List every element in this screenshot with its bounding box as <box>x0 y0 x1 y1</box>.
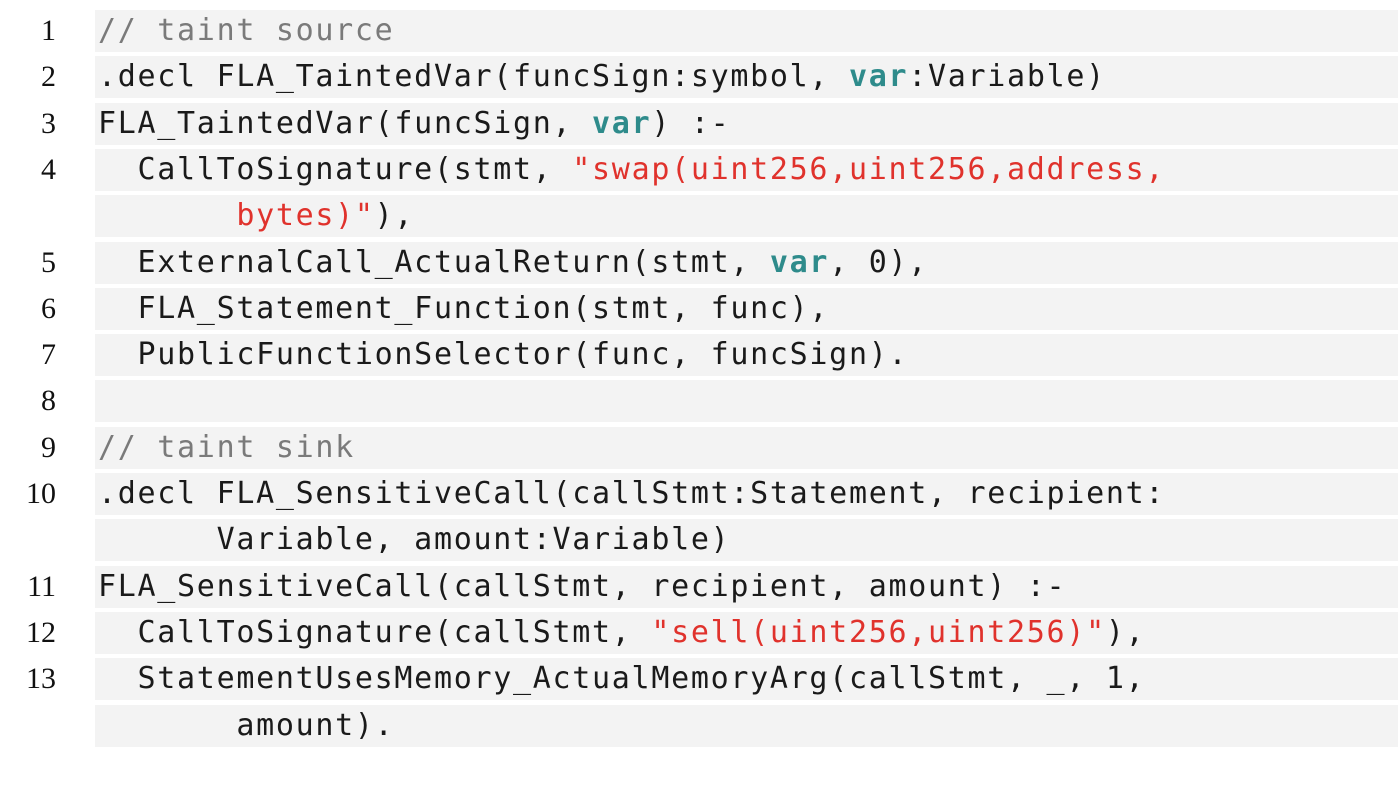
code-text: CallToSignature(stmt, <box>98 151 573 187</box>
code-keyword: var <box>848 59 909 95</box>
line-number: 6 <box>41 291 56 325</box>
code-text: Variable, amount:Variable) <box>98 522 731 558</box>
code-line: .decl FLA_TaintedVar(funcSign:symbol, va… <box>98 58 1106 96</box>
code-text: amount). <box>98 707 395 743</box>
code-text: ), <box>374 198 415 234</box>
code-text: , 0), <box>829 244 929 280</box>
line-number: 10 <box>26 477 56 510</box>
code-string: bytes)" <box>98 198 375 234</box>
code-text: .decl FLA_TaintedVar(funcSign:symbol, <box>98 59 849 95</box>
code-text: ) :- <box>651 105 731 141</box>
code-line: FLA_Statement_Function(stmt, func), <box>98 290 829 328</box>
code-line: // taint sink <box>98 429 355 467</box>
code-line-background <box>95 287 1398 330</box>
code-line-background <box>95 473 1398 515</box>
line-number: 7 <box>41 338 56 372</box>
line-number: 12 <box>26 615 56 649</box>
code-line-background <box>95 102 1398 145</box>
code-line-background <box>95 10 1398 52</box>
code-line-background <box>95 704 1398 747</box>
line-number: 8 <box>41 384 56 418</box>
code-line-background <box>95 611 1398 654</box>
line-number: 13 <box>26 662 56 696</box>
code-line: PublicFunctionSelector(func, funcSign). <box>98 336 908 374</box>
code-line: FLA_SensitiveCall(callStmt, recipient, a… <box>98 568 1066 606</box>
code-comment: // taint sink <box>98 429 355 465</box>
code-line-background <box>95 658 1398 701</box>
code-text: :Variable) <box>908 59 1106 95</box>
code-line: ExternalCall_ActualReturn(stmt, var, 0), <box>98 244 928 282</box>
code-line-background <box>95 380 1398 423</box>
code-text: ExternalCall_ActualReturn(stmt, <box>98 244 770 280</box>
code-text: CallToSignature(callStmt, <box>98 614 652 650</box>
code-line: // taint source <box>98 12 394 50</box>
code-line-background <box>95 148 1398 191</box>
code-line: CallToSignature(stmt, "swap(uint256,uint… <box>98 151 1165 189</box>
code-line-background <box>95 195 1398 238</box>
code-line: StatementUsesMemory_ActualMemoryArg(call… <box>98 660 1145 698</box>
code-string: "sell(uint256,uint256)" <box>651 614 1106 650</box>
code-line: .decl FLA_SensitiveCall(callStmt:Stateme… <box>98 475 1165 513</box>
code-keyword: var <box>769 244 830 280</box>
code-comment: // taint source <box>98 13 395 48</box>
line-number: 3 <box>41 106 56 140</box>
line-number: 1 <box>41 14 56 47</box>
code-line: amount). <box>98 707 394 745</box>
code-string: "swap(uint256,uint256,address, <box>572 151 1166 187</box>
code-line: FLA_TaintedVar(funcSign, var) :- <box>98 105 730 143</box>
line-number: 11 <box>27 569 56 603</box>
line-number: 4 <box>41 152 56 186</box>
code-line: bytes)"), <box>98 197 414 235</box>
code-line: Variable, amount:Variable) <box>98 521 730 559</box>
code-text: PublicFunctionSelector(func, funcSign). <box>98 337 909 373</box>
code-text: ), <box>1105 614 1146 650</box>
code-line: CallToSignature(callStmt, "sell(uint256,… <box>98 614 1145 652</box>
code-line-background <box>95 56 1398 99</box>
code-text: FLA_SensitiveCall(callStmt, recipient, a… <box>98 568 1067 604</box>
code-keyword: var <box>592 105 652 141</box>
code-line-background <box>95 241 1398 284</box>
code-line-background <box>95 426 1398 469</box>
line-number: 2 <box>41 60 56 94</box>
code-line-background <box>95 334 1398 377</box>
line-number: 5 <box>41 245 56 279</box>
code-line-background <box>95 519 1398 562</box>
code-line-background <box>95 565 1398 608</box>
line-number: 9 <box>41 430 56 464</box>
code-text: FLA_Statement_Function(stmt, func), <box>98 290 830 326</box>
code-text: StatementUsesMemory_ActualMemoryArg(call… <box>98 661 1146 697</box>
code-text: FLA_TaintedVar(funcSign, <box>98 105 593 141</box>
code-text: .decl FLA_SensitiveCall(callStmt:Stateme… <box>98 476 1166 511</box>
